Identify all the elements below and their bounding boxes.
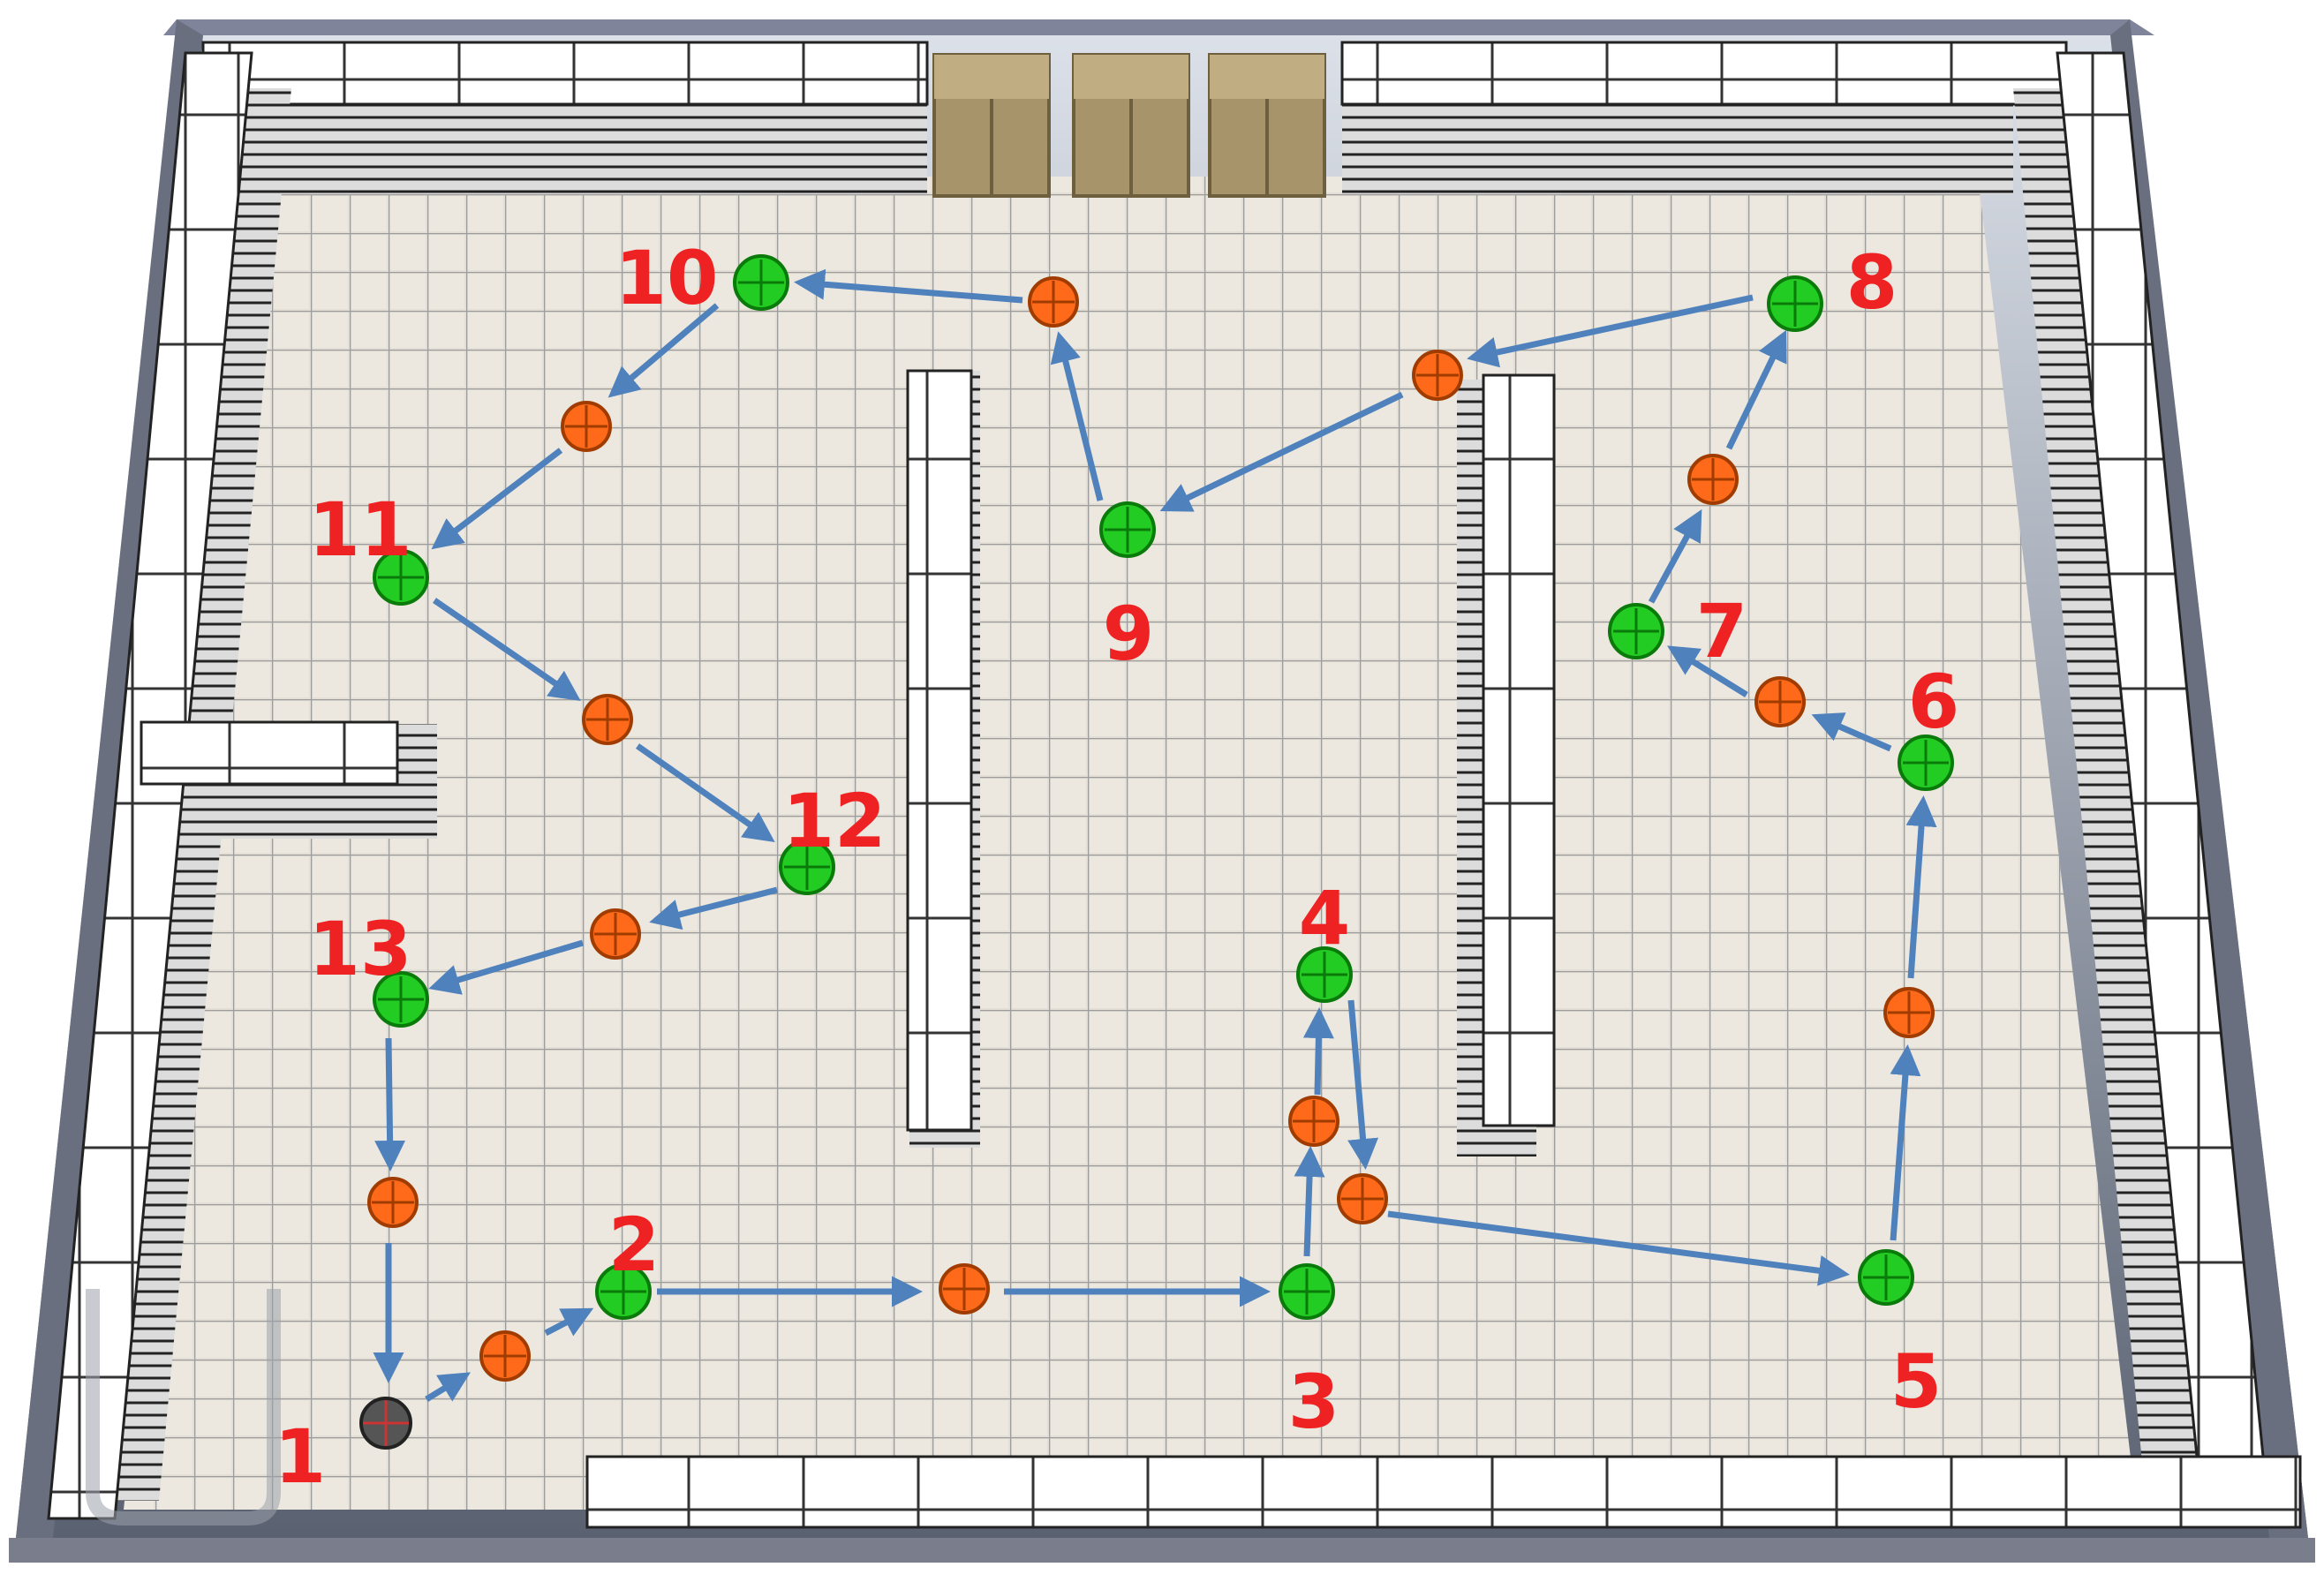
via-point-icon <box>582 694 633 745</box>
route-arrow-17 <box>1050 331 1104 501</box>
waypoint-icon <box>373 971 429 1028</box>
waypoint-icon <box>1608 603 1664 659</box>
waypoint-icon <box>1898 734 1954 791</box>
via-point-icon <box>561 401 612 452</box>
route-arrow-23 <box>649 886 778 930</box>
watermark-glyph <box>86 1289 281 1526</box>
route-arrow-10 <box>1905 795 1937 979</box>
route-arrow-13 <box>1648 508 1702 604</box>
center-shelf-left <box>906 369 980 1148</box>
cargo-boxes <box>932 53 1326 198</box>
route-arrow-22 <box>635 743 775 843</box>
route-arrow-19 <box>607 303 720 398</box>
via-point-icon <box>1883 987 1935 1038</box>
waypoint-icon <box>779 839 835 895</box>
waypoint-label: 1 <box>275 1413 326 1500</box>
robot-start-icon <box>359 1397 412 1450</box>
via-point-icon <box>1687 454 1739 505</box>
route-arrow-1 <box>425 1372 471 1402</box>
via-point-icon <box>479 1330 531 1382</box>
via-point-icon <box>1337 1173 1388 1224</box>
via-point-icon <box>1288 1096 1339 1147</box>
via-point-icon <box>1412 350 1463 401</box>
waypoint-icon <box>1858 1249 1914 1306</box>
via-point-icon <box>590 908 641 960</box>
waypoint-label: 4 <box>1299 875 1350 961</box>
via-point-icon <box>1754 676 1806 727</box>
waypoint-icon <box>1296 946 1353 1003</box>
waypoint-label: 5 <box>1890 1338 1942 1425</box>
route-arrow-20 <box>431 448 563 550</box>
route-arrow-12 <box>1667 645 1748 697</box>
via-point-icon <box>367 1177 419 1228</box>
via-point-icon <box>1028 276 1079 328</box>
route-arrow-6 <box>1302 1007 1334 1096</box>
waypoint-label: 6 <box>1908 659 1959 745</box>
waypoint-icon <box>1099 501 1156 558</box>
route-arrows <box>373 268 1937 1402</box>
waypoint-label: 10 <box>615 235 719 321</box>
waypoint-icon <box>1767 275 1823 332</box>
route-arrow-5 <box>1294 1146 1325 1257</box>
route-arrow-25 <box>374 1037 406 1171</box>
route-arrow-24 <box>428 939 584 995</box>
route-arrow-14 <box>1725 329 1787 450</box>
route-arrow-15 <box>1467 294 1754 368</box>
waypoint-label: 12 <box>783 778 887 864</box>
waypoint-icon <box>595 1263 652 1320</box>
perimeter-shelving <box>47 41 2302 1529</box>
route-arrow-2 <box>544 1307 594 1337</box>
center-shelf-right <box>1457 373 1556 1156</box>
route-arrow-21 <box>433 598 581 701</box>
route-arrow-7 <box>1347 999 1379 1170</box>
waypoint-label: 2 <box>608 1202 660 1288</box>
tiled-floor <box>124 177 2137 1510</box>
waypoint-label: 11 <box>309 486 412 573</box>
waypoint-label: 9 <box>1103 591 1154 677</box>
via-point-icon <box>939 1263 990 1315</box>
waypoint-icon <box>1279 1263 1335 1320</box>
waypoint-icon <box>733 254 789 311</box>
route-arrow-8 <box>1387 1210 1850 1286</box>
waypoint-label: 8 <box>1846 239 1898 326</box>
route-arrow-11 <box>1811 712 1892 752</box>
waypoints <box>359 254 1954 1450</box>
route-arrow-9 <box>1890 1044 1921 1241</box>
waypoint-label: 7 <box>1696 588 1747 674</box>
waypoint-label: 13 <box>309 906 412 992</box>
waypoint-label: 3 <box>1288 1359 1339 1445</box>
route-arrow-18 <box>794 268 1023 304</box>
route-arrow-16 <box>1159 391 1404 512</box>
waypoint-icon <box>373 549 429 606</box>
via-points <box>367 276 1935 1382</box>
